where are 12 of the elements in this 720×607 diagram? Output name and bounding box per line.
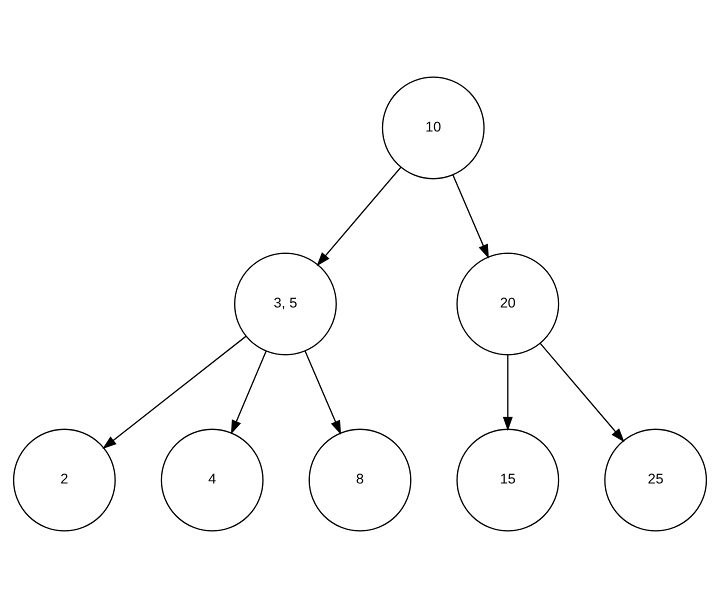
- arrow: [304, 350, 342, 434]
- arrow: [502, 354, 513, 431]
- arrow: [316, 166, 402, 266]
- node-circle: 10: [382, 76, 485, 179]
- arrow: [102, 335, 246, 448]
- node-circle: 4: [160, 428, 264, 531]
- node-circle: 20: [456, 252, 560, 355]
- arrow: [230, 350, 267, 434]
- node-circle: 8: [308, 428, 412, 531]
- arrow: [452, 174, 489, 258]
- arrow: [540, 342, 625, 442]
- node-circle: 15: [456, 428, 560, 531]
